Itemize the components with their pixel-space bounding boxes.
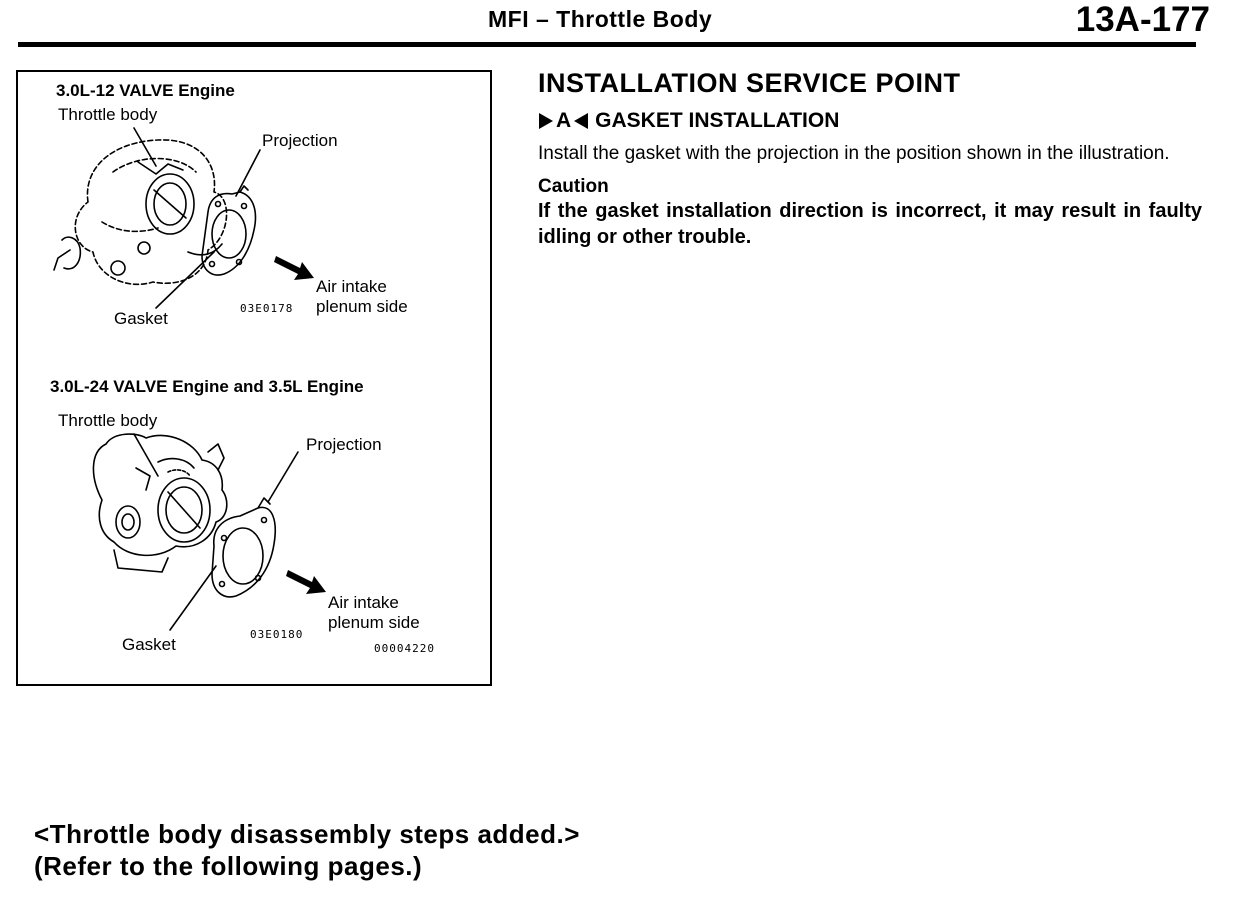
bottom-projection-leader xyxy=(267,451,299,503)
top-air-intake-label-2: plenum side xyxy=(316,297,408,316)
figure-id: 00004220 xyxy=(374,642,435,655)
bottom-gasket-label: Gasket xyxy=(122,635,176,654)
bottom-projection-label: Projection xyxy=(306,435,382,454)
top-gasket-label: Gasket xyxy=(114,309,168,328)
bottom-throttle-body-drawing xyxy=(92,433,228,573)
header-rule xyxy=(18,42,1196,47)
bottom-throttle-leader xyxy=(133,433,159,477)
top-engine-heading: 3.0L-12 VALVE Engine xyxy=(56,81,235,100)
top-throttle-body-drawing xyxy=(74,139,228,286)
bottom-gasket-leader xyxy=(169,565,217,631)
top-air-intake-arrow xyxy=(274,256,314,280)
footer-note: <Throttle body disassembly steps added.>… xyxy=(34,818,580,882)
page-header-title: MFI – Throttle Body xyxy=(488,6,713,32)
bottom-air-intake-arrow xyxy=(286,570,326,594)
caution-label: Caution xyxy=(538,176,609,197)
gasket-installation-heading: A GASKET INSTALLATION xyxy=(538,109,1202,133)
service-point-section: INSTALLATION SERVICE POINT A GASKET INST… xyxy=(538,68,1202,250)
top-projection-leader xyxy=(235,149,261,197)
right-triangle-icon xyxy=(539,113,553,129)
bottom-engine-heading: 3.0L-24 VALVE Engine and 3.5L Engine xyxy=(50,377,364,396)
bottom-throttle-body-label: Throttle body xyxy=(58,411,158,430)
left-triangle-icon xyxy=(574,113,589,129)
top-figure-code: 03E0178 xyxy=(240,302,294,315)
throttle-body-illustrations xyxy=(53,127,326,631)
footer-line-1: <Throttle body disassembly steps added.> xyxy=(34,819,580,849)
top-gasket-leader xyxy=(155,251,215,309)
top-projection-label: Projection xyxy=(262,131,338,150)
top-throttle-body-label: Throttle body xyxy=(58,105,158,124)
bottom-gasket-drawing xyxy=(211,497,276,598)
top-air-intake-label-1: Air intake xyxy=(316,277,387,296)
instruction-text: Install the gasket with the projection i… xyxy=(538,143,1170,164)
service-mark-letter: A xyxy=(556,109,572,132)
top-throttle-leader xyxy=(133,127,157,167)
footer-line-2: (Refer to the following pages.) xyxy=(34,851,423,881)
top-throttle-bore-drawing xyxy=(53,161,223,276)
illustration-box: 3.0L-12 VALVE Engine Throttle body Proje… xyxy=(16,70,492,686)
subheading-text: GASKET INSTALLATION xyxy=(595,109,840,132)
caution-text: If the gasket installation direction is … xyxy=(538,200,1202,248)
top-gasket-drawing xyxy=(201,185,257,276)
service-mark: A xyxy=(538,109,589,133)
bottom-air-intake-label-1: Air intake xyxy=(328,593,399,612)
section-title: INSTALLATION SERVICE POINT xyxy=(538,68,961,98)
bottom-figure-code: 03E0180 xyxy=(250,628,304,641)
bottom-air-intake-label-2: plenum side xyxy=(328,613,420,632)
page-number: 13A-177 xyxy=(1075,0,1210,39)
